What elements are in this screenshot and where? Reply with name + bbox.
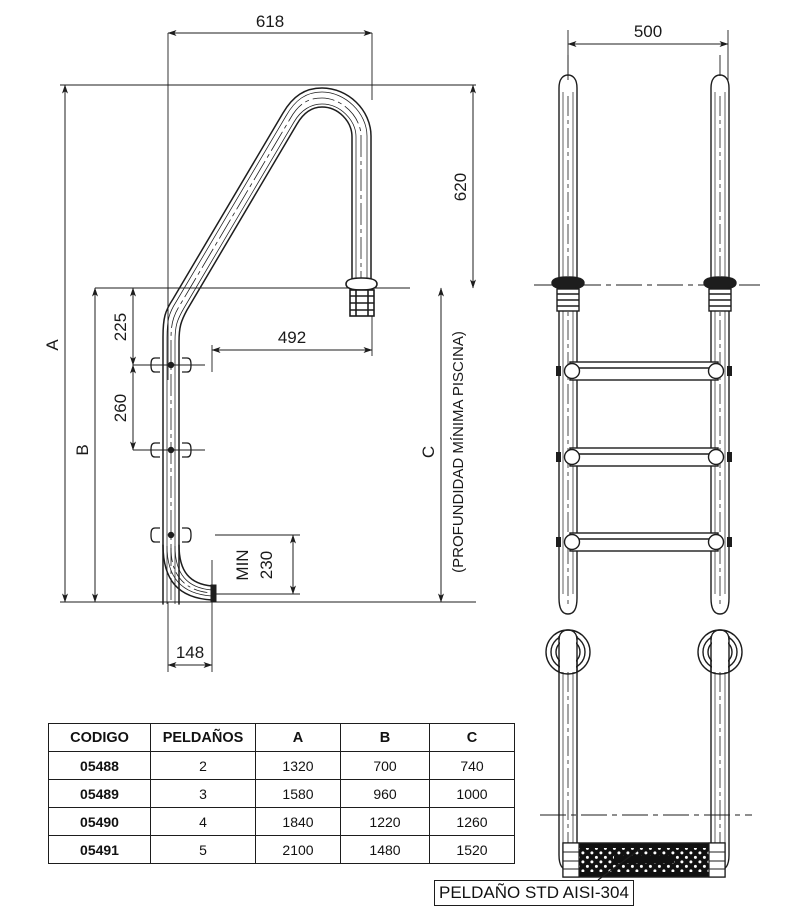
step-bracket [150,527,192,543]
plan-step-tread [562,842,726,878]
front-anchor-socket-left [551,276,585,312]
label-depth-note: (PROFUNDIDAD MÍNIMA PISCINA) [450,331,467,573]
cell-c: 1000 [429,779,515,808]
table-row: 05491 5 2100 1480 1520 [48,835,515,864]
front-step [563,447,725,467]
label-492: 492 [278,328,306,347]
label-225: 225 [111,313,130,341]
handrail-foot-centreline [170,547,213,594]
callout-leader [597,848,641,881]
cell-a: 1840 [255,807,341,836]
callout-peldano-material: PELDAÑO STD AISI-304 [434,880,634,907]
front-anchor-socket-right [703,276,737,312]
table-row: 05490 4 1840 1220 1260 [48,807,515,836]
front-step [563,532,725,552]
cell-b: 700 [340,751,430,780]
anchor-socket [345,277,378,317]
label-260: 260 [111,394,130,422]
label-500: 500 [634,22,662,41]
handrail-inner-lines [166,91,368,604]
table-row: 05489 3 1580 960 1000 [48,779,515,808]
label-620: 620 [451,173,470,201]
column-header-a: A [255,723,341,752]
table-row: 05488 2 1320 700 740 [48,751,515,780]
cell-a: 1320 [255,751,341,780]
column-header-peldanos: PELDAÑOS [150,723,256,752]
label-min: MIN [233,549,252,580]
label-148: 148 [176,643,204,662]
label-B: B [73,444,92,455]
cell-c: 740 [429,751,515,780]
cell-a: 2100 [255,835,341,864]
cell-b: 960 [340,779,430,808]
cell-c: 1260 [429,807,515,836]
cell-c: 1520 [429,835,515,864]
step-bracket [150,357,192,373]
front-step [563,361,725,381]
handrail-centreline [170,97,362,600]
cell-peldanos: 2 [150,751,256,780]
rail-end-cap [210,584,217,602]
step-bracket-group [150,357,192,543]
label-618: 618 [256,12,284,31]
cell-codigo: 05488 [48,751,151,780]
cell-peldanos: 5 [150,835,256,864]
plan-rail-top-right [710,629,730,672]
handrail-foot-inner [166,545,213,597]
plan-rail-top-left [558,629,578,672]
column-header-c: C [429,723,515,752]
cell-codigo: 05489 [48,779,151,808]
handrail-foot-curve [162,544,213,601]
cell-a: 1580 [255,779,341,808]
label-230: 230 [257,551,276,579]
specification-table: CODIGO PELDAÑOS A B C 05488 2 1320 700 7… [48,723,515,864]
column-header-codigo: CODIGO [48,723,151,752]
plan-rail-left [558,660,578,871]
table-header-row: CODIGO PELDAÑOS A B C [48,723,515,752]
handrail-profile [162,87,372,605]
cell-b: 1480 [340,835,430,864]
label-C: C [419,446,438,458]
label-A: A [43,339,62,351]
column-header-b: B [340,723,430,752]
cell-b: 1220 [340,807,430,836]
cell-codigo: 05491 [48,835,151,864]
plan-ring-mask [560,632,728,672]
step-bracket [150,442,192,458]
front-rail-top-lines [567,55,721,76]
cell-peldanos: 3 [150,779,256,808]
front-step-fixings [556,366,732,547]
cell-codigo: 05490 [48,807,151,836]
cell-peldanos: 4 [150,807,256,836]
